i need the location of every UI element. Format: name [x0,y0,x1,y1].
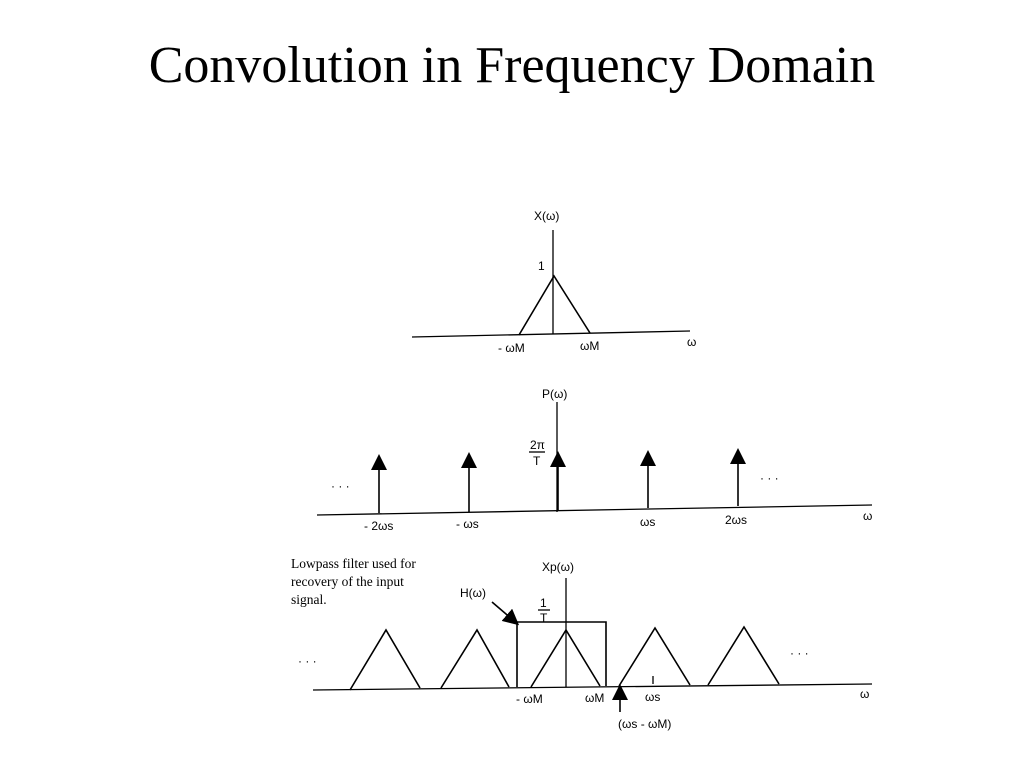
x-omega-label: ω [687,335,696,349]
p-amp-numerator: 2π [530,438,545,452]
x-triangle-spectrum [518,274,591,336]
x-peak-label: 1 [538,259,545,273]
xp-pos-wm-label: ωM [585,691,604,705]
x-ylabel: X(ω) [534,209,559,223]
xp-ellipsis-right: · · · [790,646,809,660]
xp-triangle-neg-ws [440,628,510,689]
xp-omega-label: ω [860,687,869,701]
p-pos-2ws-label: 2ωs [725,513,747,527]
panel-x-spectrum: X(ω) 1 - ωM ωM ω [411,209,696,355]
filter-note-line-1: Lowpass filter used for [291,556,416,571]
p-omega-label: ω [863,509,872,523]
xp-amp-denominator: T [540,611,548,625]
xp-ellipsis-left: · · · [298,654,317,668]
slide-title: Convolution in Frequency Domain [148,37,876,94]
p-neg-ws-label: - ωs [456,517,479,531]
xp-ws-label: ωs [645,690,660,704]
p-ylabel: P(ω) [542,387,567,401]
p-pos-ws-label: ωs [640,515,655,529]
xp-omega-axis [312,683,873,691]
xp-ws-minus-wm-label: (ωs - ωM) [618,717,671,731]
x-pos-wm-label: ωM [580,339,599,353]
p-amp-denominator: T [533,454,541,468]
p-neg-2ws-label: - 2ωs [364,519,393,533]
xp-triangle-neg-2ws [349,628,421,691]
x-omega-axis [411,330,691,338]
xp-triangle-zero [530,628,601,688]
x-neg-wm-label: - ωM [498,341,525,355]
filter-note-line-2: recovery of the input [291,574,404,589]
lowpass-filter-box [516,621,607,687]
xp-amp-numerator: 1 [540,596,547,610]
filter-pointer-arrow [491,601,520,626]
xp-neg-wm-label: - ωM [516,692,543,706]
filter-label: H(ω) [460,586,486,600]
p-ellipsis-left: · · · [331,479,350,493]
xp-ylabel: Xp(ω) [542,560,574,574]
panel-p-impulse-train: P(ω) 2π T · · · · · · - 2ωs - ωs ωs 2ωs … [316,387,873,533]
p-omega-axis [316,504,873,516]
panel-xp-sampled-spectrum: Lowpass filter used for recovery of the … [291,556,873,731]
p-ellipsis-right: · · · [760,471,779,485]
xp-triangle-pos-ws [618,626,691,687]
filter-note-line-3: signal. [291,592,327,607]
xp-triangle-pos-2ws [707,625,780,686]
